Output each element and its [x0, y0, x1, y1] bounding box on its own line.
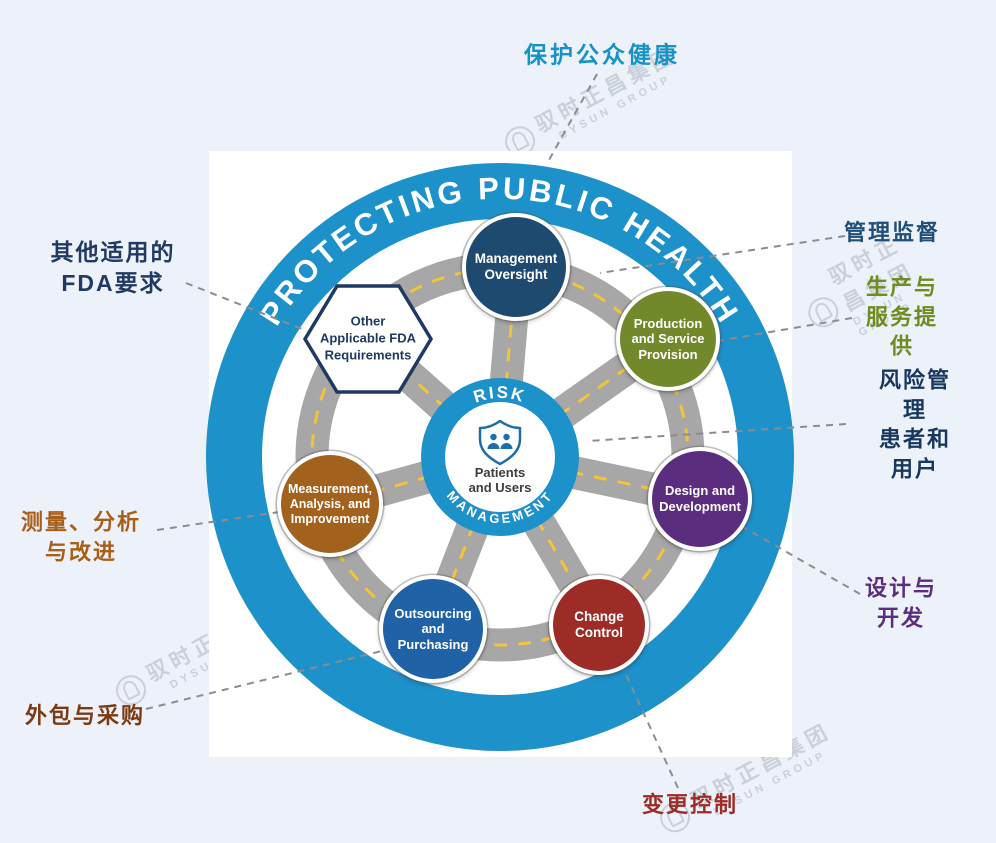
node-outsourcing-purchasing: Outsourcing and Purchasing	[379, 575, 487, 683]
connector-other-fda	[185, 282, 308, 332]
connector-management-oversight	[599, 235, 846, 274]
node-other-fda-requirements-label: Other Applicable FDA Requirements	[319, 313, 417, 363]
connector-production-service	[705, 317, 853, 344]
hub: RISK MANAGEMENT	[421, 378, 579, 536]
connector-design-development	[742, 526, 861, 595]
connector-protect-public-health	[548, 73, 598, 161]
node-measurement-analysis-improvement: Measurement, Analysis, and Improvement	[277, 451, 383, 557]
annotation-change-control: 变更控制	[641, 792, 739, 818]
node-other-fda-requirements-shape	[302, 284, 434, 394]
annotation-outsourcing-purchasing: 外包与采购	[24, 703, 146, 729]
connector-measurement-improvement	[156, 510, 287, 531]
annotation-protect-public-health: 保护公众健康	[524, 41, 680, 68]
node-production-service-provision: Production and Service Provision	[616, 287, 720, 391]
annotation-management-oversight: 管理监督	[843, 220, 941, 246]
connector-risk-management	[587, 423, 847, 442]
node-change-control: Change Control	[549, 575, 649, 675]
connector-outsourcing-purchasing	[145, 648, 391, 710]
shield-icon	[478, 419, 522, 466]
outer-ring	[206, 163, 794, 751]
annotation-design-development: 设计与开发	[864, 575, 937, 630]
connector-change-control	[621, 665, 679, 789]
annotation-measurement-improvement: 测量、分析 与改进	[20, 509, 142, 564]
node-design-development: Design and Development	[648, 447, 752, 551]
annotation-production-service: 生产与 服务提供	[865, 274, 938, 359]
annotation-risk-management: 风险管理 患者和用户	[878, 367, 951, 482]
annotation-other-fda: 其他适用的 FDA要求	[50, 238, 176, 296]
hub-patients-users-label: Patients and Users	[468, 465, 532, 495]
node-management-oversight: Management Oversight	[462, 213, 570, 321]
annotation-connectors	[145, 73, 861, 789]
